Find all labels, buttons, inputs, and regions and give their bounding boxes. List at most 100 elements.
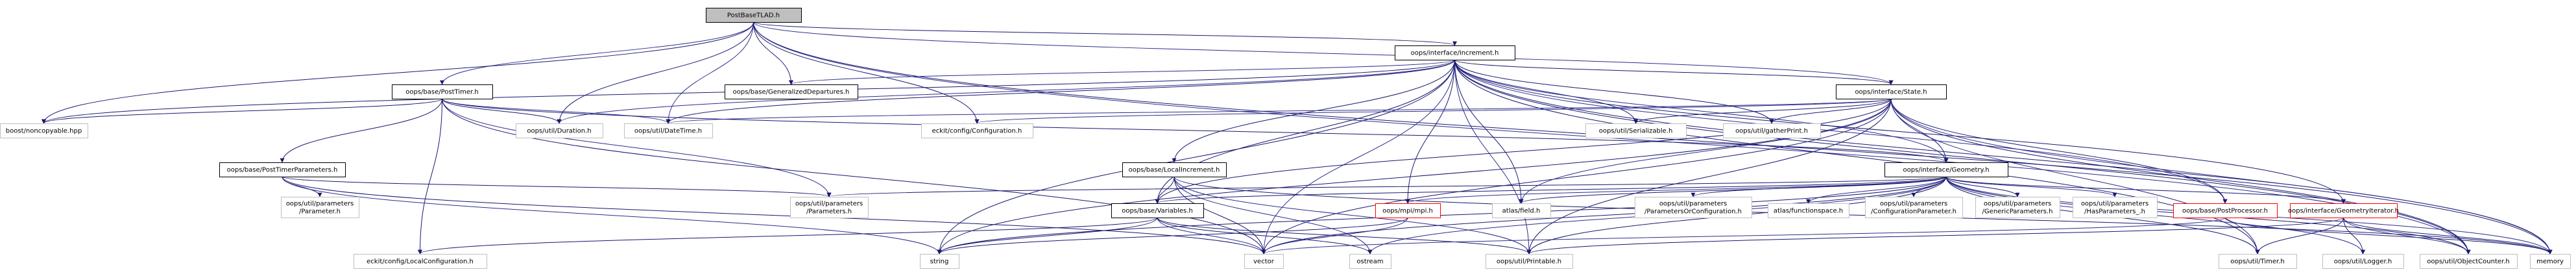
edge-increment-to-localinc	[1172, 59, 1455, 163]
node-label: eckit/config/Configuration.h	[932, 128, 1022, 135]
edge-increment-to-datetime	[666, 59, 1455, 124]
node-posttimerparams[interactable]: oops/base/PostTimerParameters.h	[219, 162, 346, 177]
edge-increment-to-string	[937, 59, 1455, 255]
edge-geometry-to-atlasfs	[1806, 176, 1947, 204]
node-ostream: ostream	[1349, 254, 1391, 269]
node-vector: vector	[1244, 254, 1284, 269]
node-label: oops/util/Serializable.h	[1599, 128, 1673, 135]
node-objcounter: oops/util/ObjectCounter.h	[2420, 254, 2518, 269]
edge-state-to-memory	[1890, 98, 2553, 255]
node-confparam: oops/util/parameters/ConfigurationParame…	[1865, 197, 1963, 218]
edge-mpi-to-vector	[1261, 217, 1408, 255]
node-datetime: oops/util/DateTime.h	[624, 123, 713, 138]
edge-increment-to-gendep	[789, 59, 1455, 85]
node-label: oops/base/PostTimerParameters.h	[227, 167, 338, 174]
edge-state-to-timer	[1890, 98, 2260, 255]
node-geomiter[interactable]: oops/interface/GeometryIterator.h	[2288, 203, 2399, 218]
node-increment[interactable]: oops/interface/Increment.h	[1395, 45, 1515, 60]
edge-variables-to-ostream	[1157, 217, 1373, 255]
node-localconf: eckit/config/LocalConfiguration.h	[354, 254, 487, 269]
edge-geometry-to-hasparams	[1945, 176, 2117, 197]
node-label: oops/mpi/mpi.h	[1382, 208, 1433, 215]
node-postproc[interactable]: oops/base/PostProcessor.h	[2173, 203, 2278, 218]
edge-localinc-to-vector	[1174, 176, 1266, 255]
edge-increment-to-geometry	[1454, 59, 1949, 163]
node-label: oops/util/ObjectCounter.h	[2427, 258, 2509, 266]
edge-state-to-string	[937, 98, 1892, 255]
node-label: oops/util/gatherPrint.h	[1735, 128, 1808, 135]
node-label: string	[930, 258, 949, 266]
edge-geometry-to-genparams	[1945, 176, 2020, 197]
node-posttimer[interactable]: oops/base/PostTimer.h	[392, 84, 493, 99]
node-atlasfs: atlas/functionspace.h	[1768, 203, 1849, 218]
edge-posttimer-to-vector	[442, 98, 1266, 255]
edge-increment-to-postproc	[1454, 59, 2228, 204]
node-label: /ConfigurationParameter.h	[1871, 208, 1956, 216]
node-gatherprint: oops/util/gatherPrint.h	[1723, 123, 1821, 138]
edge-increment-to-mpi	[1405, 59, 1455, 204]
edge-geometry-to-mpi	[1405, 176, 1947, 204]
edge-postproc-to-memory	[2224, 217, 2553, 255]
edge-geomiter-to-printable	[1526, 217, 2344, 255]
edge-posttimer-to-localconf	[418, 98, 442, 255]
edge-increment-to-serializable	[1454, 59, 1638, 124]
node-geometry[interactable]: oops/interface/Geometry.h	[1884, 162, 2008, 177]
edge-state-to-gatherprint	[1769, 98, 1892, 124]
node-label: oops/base/PostTimer.h	[405, 89, 478, 96]
edge-state-to-postproc	[1890, 98, 2228, 204]
edge-posttimerparams-to-string	[282, 176, 942, 255]
node-root[interactable]: PostBaseTLAD.h	[706, 8, 802, 23]
edge-geometry-to-paramsh	[827, 176, 1947, 197]
edge-geometry-to-geomiter	[1945, 176, 2346, 204]
edge-localinc-to-ostream	[1174, 176, 1373, 255]
node-eckitconf: eckit/config/Configuration.h	[921, 123, 1033, 138]
node-label: oops/util/Logger.h	[2334, 258, 2392, 266]
node-label: oops/base/PostProcessor.h	[2182, 208, 2268, 215]
edge-posttimerparams-to-vector	[282, 176, 1266, 255]
node-label: oops/util/parameters	[1659, 201, 1727, 208]
node-label: /Parameter.h	[299, 208, 341, 216]
node-state[interactable]: oops/interface/State.h	[1836, 84, 1947, 99]
edge-state-to-printable	[1526, 98, 1892, 255]
edge-geomiter-to-logger	[2343, 217, 2365, 255]
edge-variables-to-string	[937, 217, 1158, 255]
node-memory: memory	[2530, 254, 2571, 269]
edge-posttimer-to-duration	[442, 98, 562, 124]
node-label: /Parameters.h	[806, 208, 852, 216]
edge-layer	[42, 21, 2553, 255]
node-label: vector	[1253, 258, 1275, 266]
node-variables[interactable]: oops/base/Variables.h	[1111, 203, 1204, 218]
edge-posttimer-to-posttimerparams	[280, 98, 442, 163]
edge-state-to-atlasfield	[1519, 98, 1892, 204]
node-string: string	[920, 254, 959, 269]
edge-geometry-to-string	[937, 176, 1947, 255]
node-label: oops/interface/Geometry.h	[1903, 167, 1989, 174]
edge-state-to-objcounter	[1890, 98, 2471, 255]
node-logger: oops/util/Logger.h	[2322, 254, 2404, 269]
node-timer: oops/util/Timer.h	[2219, 254, 2297, 269]
node-printable: oops/util/Printable.h	[1486, 254, 1573, 269]
node-label: oops/interface/Increment.h	[1411, 50, 1499, 57]
edge-geomiter-to-objcounter	[2343, 217, 2471, 255]
node-paramsh: oops/util/parameters/Parameters.h	[790, 197, 869, 218]
node-gendep[interactable]: oops/base/GeneralizedDepartures.h	[725, 84, 858, 99]
edge-state-to-eckitconf	[974, 98, 1892, 124]
edge-variables-to-vector	[1157, 217, 1266, 255]
edge-geomiter-to-timer	[2255, 217, 2344, 255]
edge-root-to-duration	[557, 21, 754, 124]
edge-posttimerparams-to-paramsh	[282, 176, 832, 197]
edge-posttimer-to-geometry	[442, 98, 1949, 163]
node-label: oops/interface/GeometryIterator.h	[2288, 208, 2399, 215]
edge-increment-to-vector	[1261, 59, 1455, 255]
edge-state-to-datetime	[666, 98, 1892, 124]
node-localinc[interactable]: oops/base/LocalIncrement.h	[1122, 162, 1227, 177]
node-label: oops/util/parameters	[286, 201, 354, 208]
node-label: oops/util/parameters	[795, 201, 863, 208]
node-label: oops/base/Variables.h	[1122, 208, 1193, 215]
node-label: /HasParameters_.h	[2084, 208, 2145, 216]
edge-increment-to-variables	[1155, 59, 1455, 204]
node-layer: PostBaseTLAD.h oops/base/PostTimer.h oops/…	[0, 8, 2571, 269]
node-mpi[interactable]: oops/mpi/mpi.h	[1375, 203, 1441, 218]
edge-geometry-to-paramsorconf	[1691, 176, 1947, 197]
